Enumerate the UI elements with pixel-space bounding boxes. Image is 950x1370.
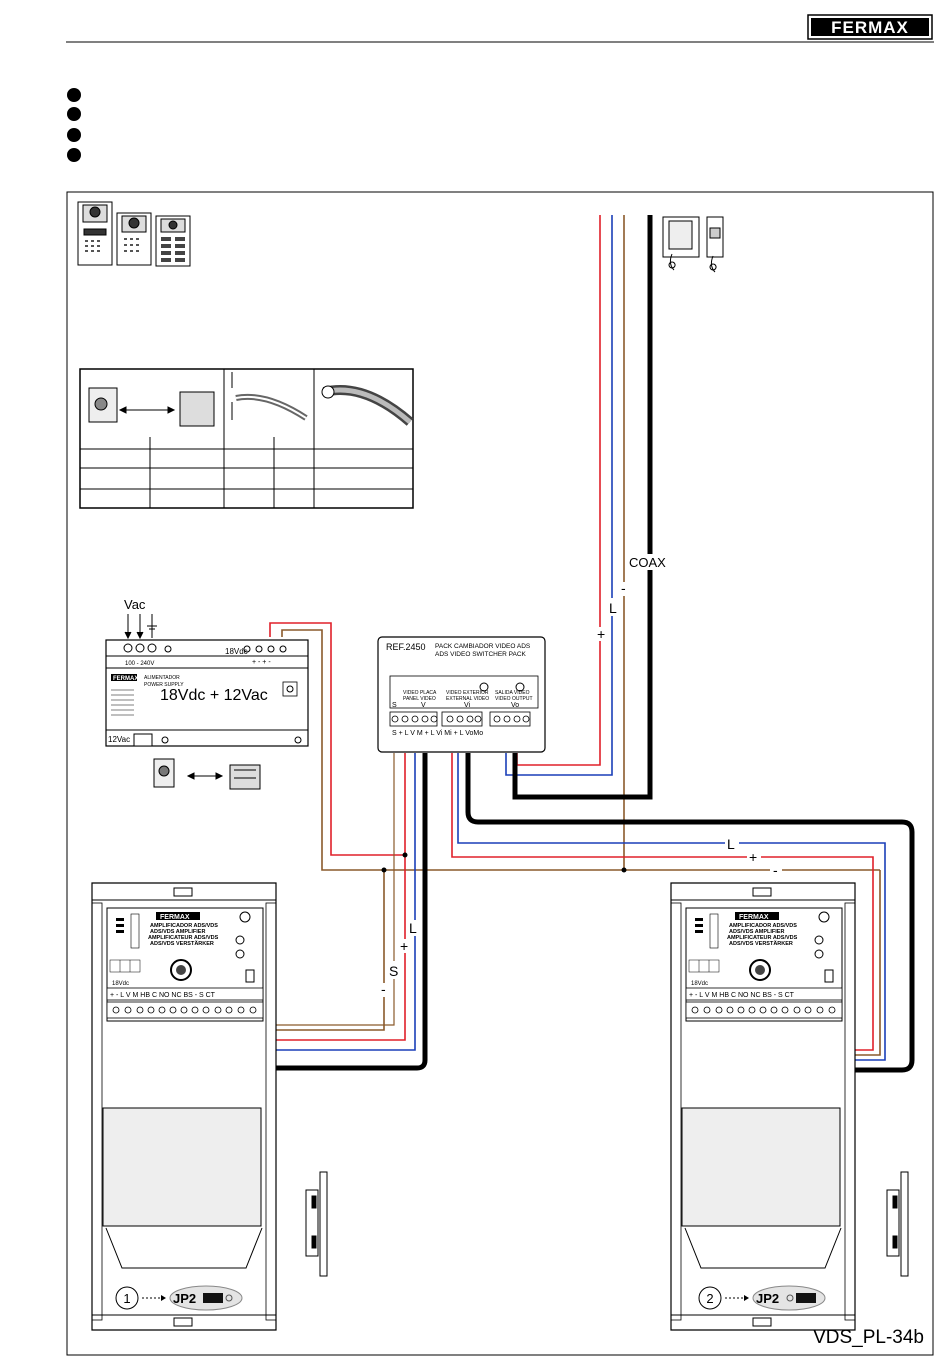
- psu-name-line2: POWER SUPPLY: [144, 682, 184, 688]
- wire-label-l: L: [609, 600, 617, 616]
- psu-input-range: 100 - 240V: [125, 661, 154, 667]
- amplifier-line3: AMPLIFICATEUR ADS/VDS: [148, 935, 219, 941]
- amplifier-brand: FERMAX: [739, 914, 769, 921]
- wire-red: [269, 622, 405, 856]
- junction-dot: [621, 867, 627, 873]
- amplifier-supply-label: 18Vdc: [112, 981, 129, 987]
- amplifier-brand: FERMAX: [160, 914, 190, 921]
- amplifier-terminals: + - L V M HB C NO NC BS - S CT: [689, 992, 795, 999]
- psu-brand: FERMAX: [113, 676, 138, 682]
- jumper-label: JP2: [173, 1291, 196, 1306]
- amplifier-unit-2: FERMAX AMPLIFICADOR ADS/VDS ADS/VDS AMPL…: [670, 882, 856, 1331]
- jumper-number: 2: [706, 1291, 713, 1306]
- wire-label-l: L: [409, 920, 417, 936]
- power-supply: Vac 18Vdc + - + - 100 - 240V FERMAX ALIM…: [105, 597, 309, 747]
- jumper-callout-1: 1 JP2: [115, 1285, 243, 1311]
- bullet-marker: [67, 88, 81, 102]
- video-switcher: REF.2450 PACK CAMBIADOR VIDEO ADS ADS VI…: [377, 636, 546, 753]
- logo-text: FERMAX: [831, 18, 909, 37]
- switcher-selector-label: S: [392, 702, 397, 709]
- switcher-group1-code: V: [421, 702, 426, 709]
- wire-label-plus: +: [597, 626, 605, 642]
- switcher-terminals: S + L V M + L Vi Mi + L VoMo: [392, 730, 483, 737]
- coax-label: COAX: [629, 555, 666, 570]
- switcher-group2-line2: EXTERNAL VIDEO: [446, 696, 489, 702]
- jumper-number: 1: [123, 1291, 130, 1306]
- psu-12vac-label: 12Vac: [108, 735, 130, 744]
- amplifier-line1: AMPLIFICADOR ADS/VDS: [150, 923, 218, 929]
- switcher-group1-line2: PANEL VIDEO: [403, 696, 436, 702]
- switcher-group3-code: Vo: [511, 702, 519, 709]
- amplifier-line3: AMPLIFICATEUR ADS/VDS: [727, 935, 798, 941]
- wire-label-plus: +: [749, 849, 757, 865]
- amplifier-supply-label: 18Vdc: [691, 981, 708, 987]
- wire-coax: [512, 215, 653, 800]
- wire-label-minus: -: [621, 580, 626, 596]
- diagram-code: VDS_PL-34b: [813, 1327, 924, 1348]
- bullet-marker: [67, 128, 81, 142]
- psu-name-line1: ALIMENTADOR: [144, 675, 180, 681]
- jumper-callout-2: 2 JP2: [698, 1285, 826, 1311]
- jumper-label: JP2: [756, 1291, 779, 1306]
- wire-label-plus: +: [400, 938, 408, 954]
- amplifier-line2: ADS/VDS AMPLIFIER: [150, 929, 205, 935]
- amplifier-terminals: + - L V M HB C NO NC BS - S CT: [110, 992, 216, 999]
- switcher-group3-line2: VIDEO OUTPUT: [495, 696, 533, 702]
- bullet-marker: [67, 107, 81, 121]
- door-panels-icon: [77, 201, 191, 267]
- monitors-icon: [662, 216, 724, 273]
- junction-dot: [381, 867, 387, 873]
- bullet-marker: [67, 148, 81, 162]
- amplifier-unit-1: FERMAX AMPLIFICADOR ADS/VDS ADS/VDS AMPL…: [91, 882, 277, 1331]
- switcher-title-es: PACK CAMBIADOR VIDEO ADS: [435, 643, 531, 650]
- amplifier-line4: ADS/VDS VERSTÄRKER: [729, 940, 793, 947]
- amplifier-line1: AMPLIFICADOR ADS/VDS: [729, 923, 797, 929]
- switcher-group2-code: Vi: [464, 702, 471, 709]
- switcher-ref: REF.2450: [386, 642, 426, 652]
- wire-label-s: S: [389, 963, 398, 979]
- vac-label: Vac: [124, 597, 146, 612]
- amplifier-line4: ADS/VDS VERSTÄRKER: [150, 940, 214, 947]
- switcher-group2-line1: VIDEO EXTERIOR: [446, 690, 489, 696]
- wire-label-minus: -: [381, 981, 386, 997]
- door-lock-2: [886, 1171, 909, 1277]
- psu-case: [105, 639, 309, 747]
- door-lock-1: [305, 1171, 328, 1277]
- panel-to-psu-icon: [153, 758, 261, 790]
- cable-table: [79, 368, 414, 509]
- psu-main-label: 18Vdc + 12Vac: [160, 687, 268, 704]
- wire-label-minus: -: [773, 862, 778, 878]
- junction-dot: [402, 852, 408, 858]
- amplifier-line2: ADS/VDS AMPLIFIER: [729, 929, 784, 935]
- fermax-logo: FERMAX: [807, 14, 933, 40]
- wire-label-l: L: [727, 836, 735, 852]
- bullet-list: [67, 88, 81, 162]
- switcher-group3-line1: SALIDA VIDEO: [495, 690, 530, 696]
- diagram-frame: [66, 191, 934, 1356]
- switcher-title-en: ADS VIDEO SWITCHER PACK: [435, 651, 527, 658]
- wire-blue: [505, 215, 613, 776]
- switcher-group1-line1: VIDEO PLACA: [403, 690, 437, 696]
- psu-terminal-signs: + - + -: [252, 659, 271, 666]
- wire-labels: COAX L + - L + - L + S -: [379, 554, 782, 997]
- wire-brown: [281, 629, 880, 871]
- psu-18vdc-label: 18Vdc: [225, 647, 248, 656]
